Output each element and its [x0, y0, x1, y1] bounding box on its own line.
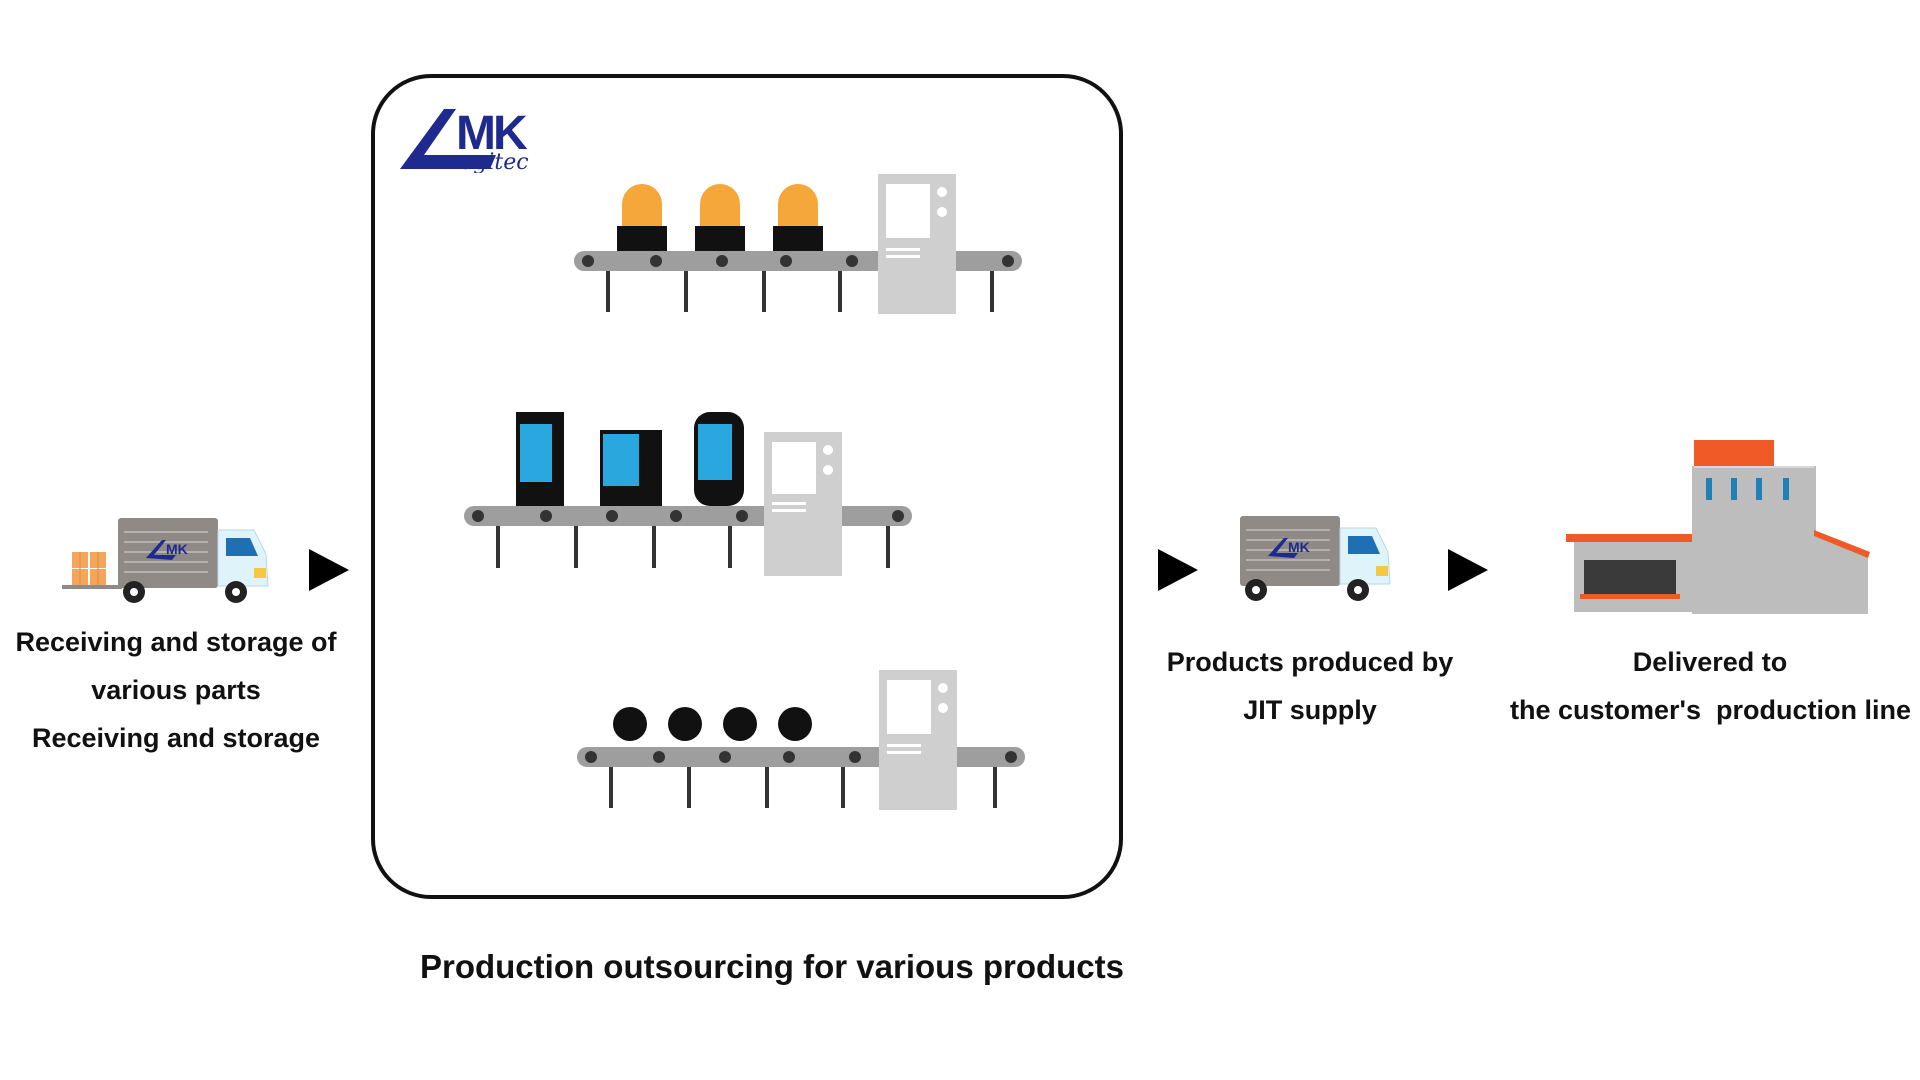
cardboard-boxes-icon [72, 552, 106, 585]
delivery-truck-icon: MK [62, 518, 269, 603]
delivery-line-1: Delivered to [1632, 647, 1788, 677]
jit-line-1: Products produced by [1166, 647, 1454, 677]
delivery-caption: Delivered to the customer's production l… [1510, 638, 1911, 734]
play-arrow-icon [309, 549, 349, 591]
receiving-caption: Receiving and storage of various parts R… [0, 618, 352, 762]
jit-caption: Products produced by JIT supply [1160, 638, 1460, 734]
svg-text:MK: MK [456, 107, 528, 160]
factory-icon [1566, 440, 1870, 614]
production-caption: Production outsourcing for various produ… [372, 943, 1172, 991]
receiving-line-2: various parts [91, 675, 261, 705]
svg-text:MK: MK [1288, 539, 1310, 555]
delivery-line-2: the customer's production line [1510, 695, 1911, 725]
play-arrow-icon [1448, 549, 1488, 591]
production-line-1: Production outsourcing for various produ… [419, 948, 1125, 985]
phone-conveyor-icon [464, 412, 912, 576]
company-logo: MK ogitec [400, 107, 531, 173]
lamp-conveyor-icon [574, 174, 1022, 314]
production-frame [371, 74, 1123, 899]
jit-line-2: JIT supply [1243, 695, 1377, 725]
svg-text:MK: MK [166, 541, 188, 557]
ball-conveyor-icon [577, 670, 1025, 810]
receiving-line-3: Receiving and storage [31, 723, 321, 753]
play-arrow-icon [1158, 549, 1198, 591]
svg-text:ogitec: ogitec [460, 150, 529, 173]
delivery-truck-icon: MK [1240, 516, 1391, 601]
receiving-line-1: Receiving and storage of [15, 627, 337, 657]
